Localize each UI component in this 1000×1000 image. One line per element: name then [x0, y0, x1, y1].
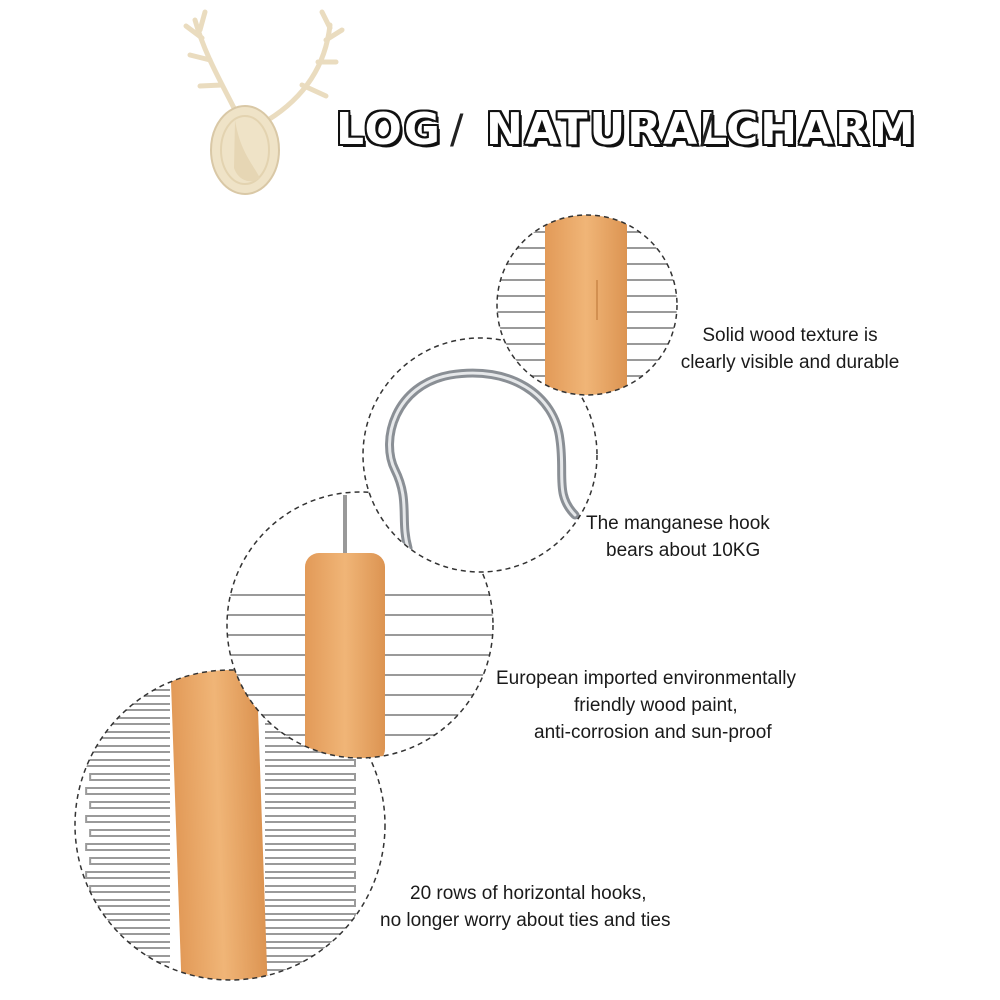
feature-caption-horizontal-hooks: 20 rows of horizontal hooks, no longer w…	[380, 880, 740, 934]
caption-line: 20 rows of horizontal hooks,	[410, 883, 647, 904]
caption-line: friendly wood paint,	[574, 695, 738, 716]
caption-line: Solid wood texture is	[702, 325, 878, 346]
title-separator: /	[700, 107, 714, 153]
feature-caption-wood-paint: European imported environmentally friend…	[496, 665, 856, 746]
caption-line: The manganese hook	[586, 513, 770, 534]
caption-line: clearly visible and durable	[680, 352, 900, 373]
title-log: LOG	[336, 104, 442, 155]
caption-line: no longer worry about ties and ties	[380, 910, 671, 931]
caption-line: European imported environmentally	[496, 668, 796, 689]
title-natural: NATURAL	[486, 104, 730, 155]
detail-circle-manganese-hook	[363, 338, 597, 572]
title-charm: CHARM	[726, 104, 917, 155]
title-separator: /	[450, 107, 464, 153]
caption-line: bears about 10KG	[606, 540, 761, 561]
caption-line: anti-corrosion and sun-proof	[534, 722, 772, 743]
feature-caption-manganese-hook: The manganese hook bears about 10KG	[586, 510, 826, 564]
feature-caption-wood-texture: Solid wood texture is clearly visible an…	[660, 322, 920, 376]
detail-circle-wood-texture	[497, 215, 677, 395]
